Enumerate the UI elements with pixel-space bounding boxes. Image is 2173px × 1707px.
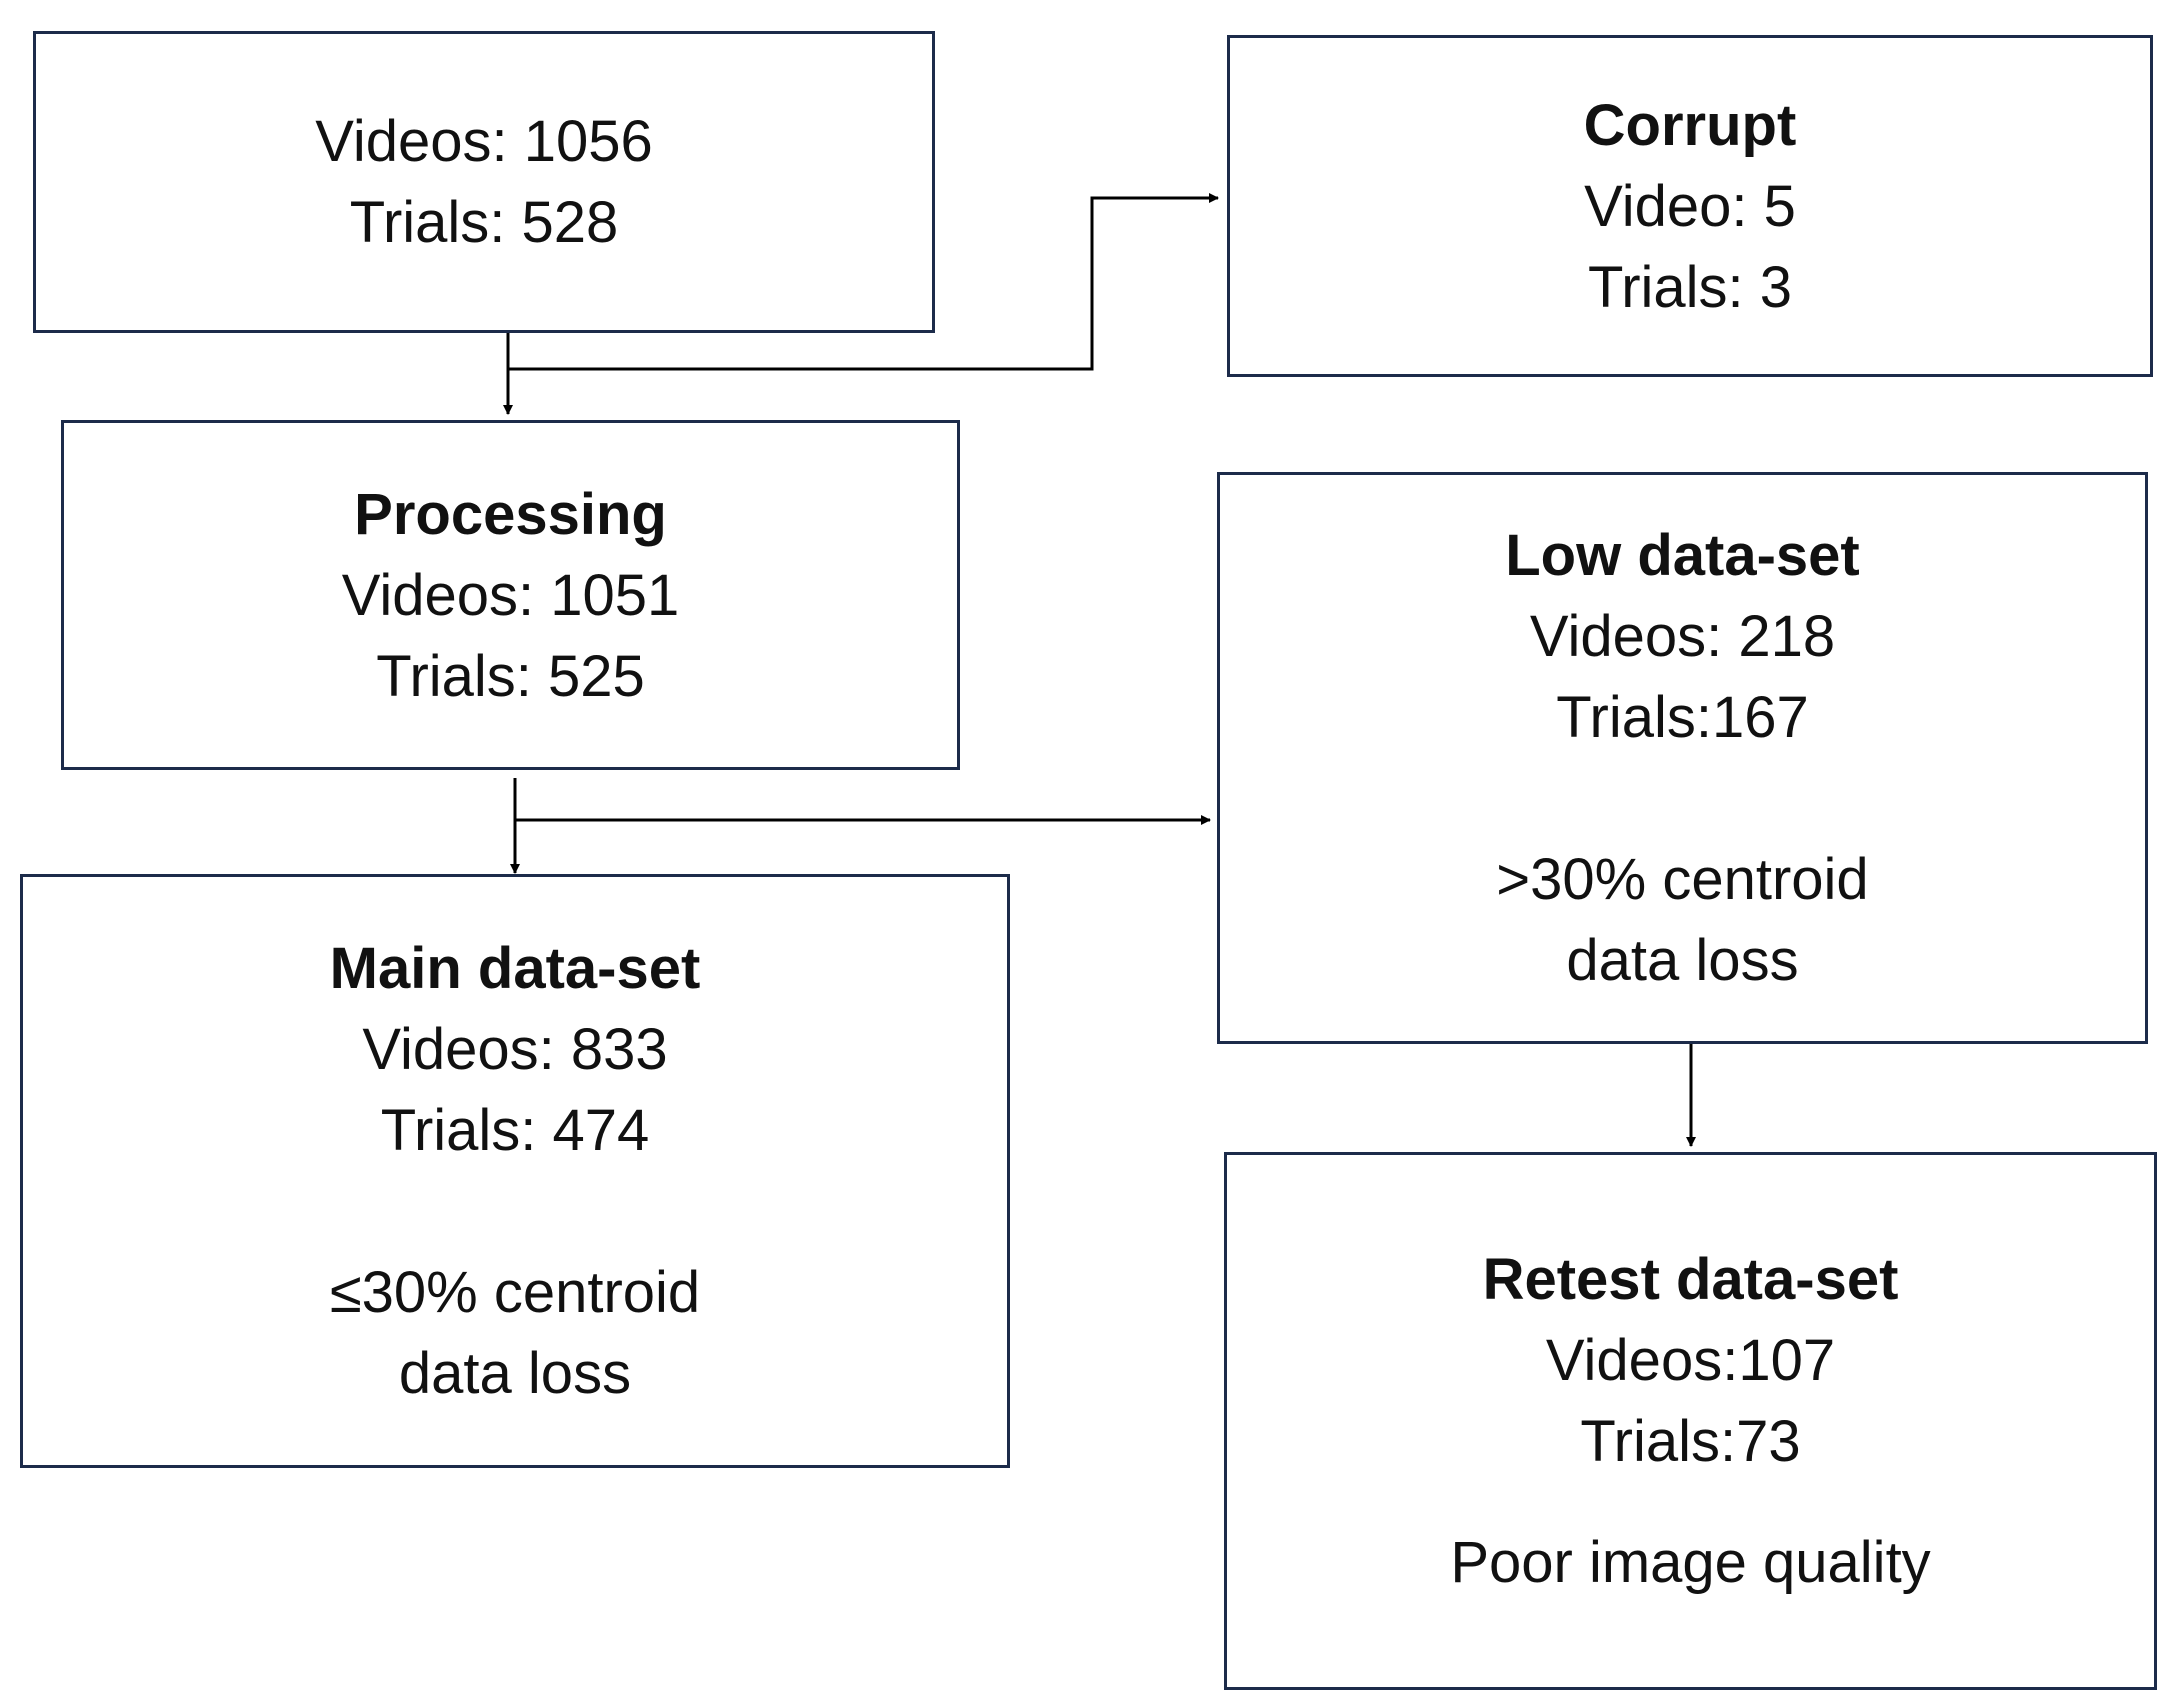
main-dataset-box: Main data-set Videos: 833 Trials: 474 ≤3… xyxy=(20,874,1010,1468)
low-dataset-title: Low data-set xyxy=(1505,523,1860,588)
source-trials: Trials: 528 xyxy=(349,190,619,255)
corrupt-trials: Trials: 3 xyxy=(1587,254,1793,320)
retest-dataset-trials: Trials:73 xyxy=(1580,1409,1801,1474)
retest-dataset-title: Retest data-set xyxy=(1482,1247,1899,1312)
main-dataset-trials: Trials: 474 xyxy=(380,1098,650,1163)
corrupt-videos: Video: 5 xyxy=(1584,173,1796,239)
main-dataset-title: Main data-set xyxy=(329,936,701,1001)
low-dataset-note-line2: data loss xyxy=(1566,928,1799,993)
source-videos: Videos: 1056 xyxy=(315,109,653,174)
low-dataset-box: Low data-set Videos: 218 Trials:167 >30%… xyxy=(1217,472,2148,1044)
processing-title: Processing xyxy=(354,481,667,547)
main-dataset-note-line1: ≤30% centroid xyxy=(329,1260,701,1325)
retest-dataset-box: Retest data-set Videos:107 Trials:73 Poo… xyxy=(1224,1152,2157,1690)
processing-videos: Videos: 1051 xyxy=(341,562,680,628)
processing-box: Processing Videos: 1051 Trials: 525 xyxy=(61,420,960,770)
retest-dataset-videos: Videos:107 xyxy=(1545,1328,1836,1393)
processing-trials: Trials: 525 xyxy=(376,643,645,709)
low-dataset-videos: Videos: 218 xyxy=(1529,604,1836,669)
source-box: Videos: 1056 Trials: 528 xyxy=(33,31,935,333)
low-dataset-note-line1: >30% centroid xyxy=(1496,847,1869,912)
arrow-source-to-corrupt xyxy=(508,193,1219,371)
corrupt-title: Corrupt xyxy=(1583,92,1797,158)
corrupt-box: Corrupt Video: 5 Trials: 3 xyxy=(1227,35,2153,377)
main-dataset-videos: Videos: 833 xyxy=(362,1017,668,1082)
retest-dataset-note: Poor image quality xyxy=(1450,1530,1931,1595)
main-dataset-note-line2: data loss xyxy=(398,1341,632,1406)
low-dataset-trials: Trials:167 xyxy=(1556,685,1809,750)
